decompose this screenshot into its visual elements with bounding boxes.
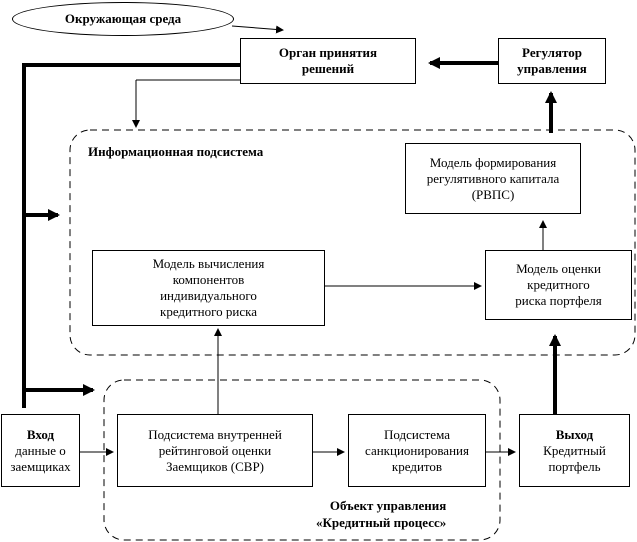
- control-object-label: Объект управления «Кредитный процесс»: [316, 497, 446, 531]
- decision-body-line1: Орган принятия: [278, 45, 378, 60]
- output-title: Выход: [555, 426, 594, 442]
- info-subsystem-title: Информационная подсистема: [88, 144, 264, 159]
- arrow-env-to-decision: [231, 25, 284, 34]
- rating-line2: рейтинговой оценки: [158, 442, 272, 458]
- decision-body-line2: решений: [301, 61, 355, 76]
- sanction-line2: санкционирования: [365, 442, 469, 458]
- input-line1: данные о: [15, 442, 66, 458]
- output-line1: Кредитный: [543, 442, 606, 458]
- input-line2: заемщиках: [10, 458, 71, 474]
- control-object-line1: Объект управления: [329, 498, 447, 513]
- sanction-line3: кредитов: [391, 458, 443, 474]
- rating-line1: Подсистема внутренней: [148, 426, 282, 442]
- portfolio-line2: кредитного: [527, 277, 590, 292]
- decision-body-box: Орган принятия решений: [240, 38, 416, 84]
- rvps-line1: Модель формирования: [429, 154, 557, 170]
- individual-line1: Модель вычисления: [152, 256, 265, 271]
- regulator-box: Регулятор управления: [498, 38, 606, 84]
- portfolio-line3: риска портфеля: [515, 293, 602, 308]
- rvps-model-box: Модель формирования регулятивного капита…: [405, 143, 581, 214]
- rvps-line3: (РВПС): [471, 186, 515, 202]
- sanction-line1: Подсистема: [384, 426, 450, 442]
- environment-ellipse: Окружающая среда: [12, 2, 234, 36]
- individual-line2: компонентов: [172, 272, 245, 287]
- rvps-line2: регулятивного капитала: [426, 170, 560, 186]
- regulator-line1: Регулятор: [522, 45, 582, 60]
- sanction-subsystem-box: Подсистема санкционирования кредитов: [348, 414, 486, 487]
- output-line2: портфель: [548, 458, 601, 474]
- control-object-line2: «Кредитный процесс»: [316, 515, 447, 530]
- input-box: Вход данные о заемщиках: [1, 414, 80, 487]
- output-box: Выход Кредитный портфель: [519, 414, 630, 487]
- regulator-line2: управления: [517, 61, 587, 76]
- individual-risk-model-box: Модель вычисления компонентов индивидуал…: [92, 250, 325, 326]
- info-subsystem-region: [69, 129, 636, 356]
- rating-subsystem-box: Подсистема внутренней рейтинговой оценки…: [117, 414, 313, 487]
- control-object-region: [103, 379, 501, 541]
- rating-line3: Заемщиков (СВР): [165, 458, 265, 474]
- input-title: Вход: [26, 426, 55, 442]
- thick-left-bus: [22, 63, 240, 408]
- environment-label: Окружающая среда: [64, 11, 182, 26]
- individual-line3: индивидуального: [160, 288, 257, 303]
- portfolio-risk-model-box: Модель оценки кредитного риска портфеля: [485, 250, 632, 320]
- portfolio-line1: Модель оценки: [516, 261, 601, 276]
- individual-line4: кредитного риска: [160, 304, 257, 319]
